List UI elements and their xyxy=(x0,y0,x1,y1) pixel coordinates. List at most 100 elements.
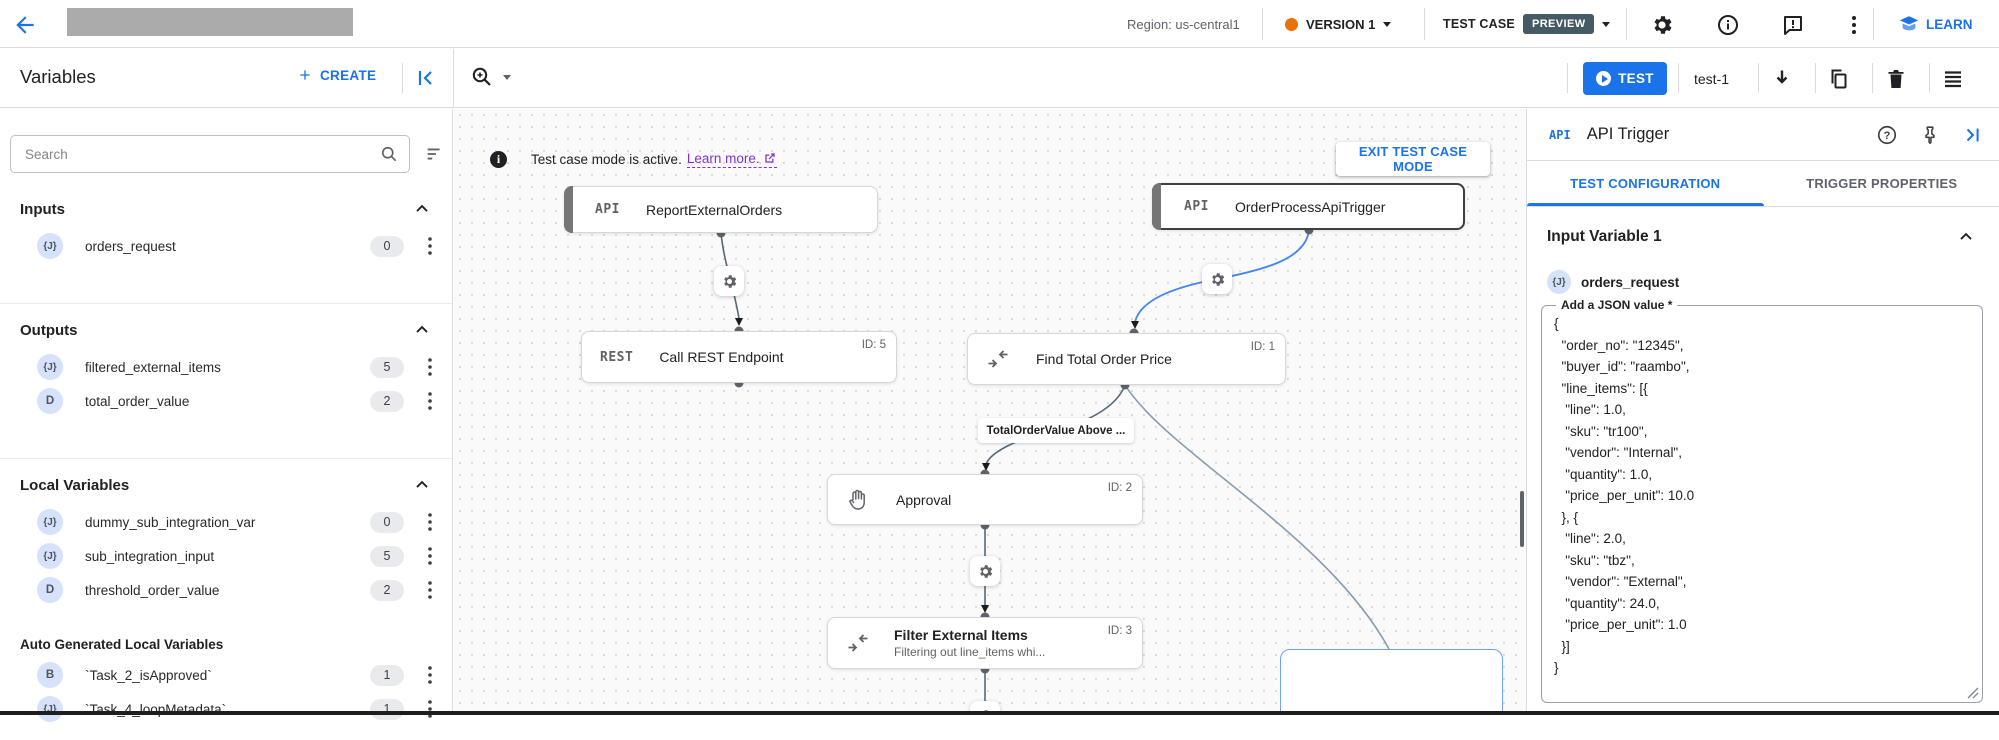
variable-row[interactable]: {J} sub_integration_input 5 xyxy=(0,539,452,573)
node-order-process-api-trigger[interactable]: API OrderProcessApiTrigger xyxy=(1152,183,1465,230)
variable-row[interactable]: B `Task_2_isApproved` 1 xyxy=(0,658,452,692)
json-type-icon: {J} xyxy=(37,696,63,722)
json-type-icon: {J} xyxy=(37,509,63,535)
chevron-down-icon xyxy=(503,75,511,80)
row-kebab-icon[interactable] xyxy=(422,390,438,412)
pin-icon[interactable] xyxy=(1919,124,1941,146)
edge-condition-label[interactable]: TotalOrderValue Above ... xyxy=(978,418,1134,443)
node-filter-external-items[interactable]: Filter External Items Filtering out line… xyxy=(827,617,1143,669)
row-kebab-icon[interactable] xyxy=(422,511,438,533)
download-icon[interactable] xyxy=(1770,67,1794,91)
json-type-icon: {J} xyxy=(1547,270,1571,294)
resize-handle[interactable] xyxy=(1967,687,1979,699)
test-case-label: TEST CASE xyxy=(1443,17,1515,31)
row-kebab-icon[interactable] xyxy=(422,579,438,601)
test-button[interactable]: TEST xyxy=(1583,62,1667,95)
copy-icon[interactable] xyxy=(1827,67,1851,91)
learn-link[interactable]: LEARN xyxy=(1898,0,1973,48)
section-title: Auto Generated Local Variables xyxy=(20,637,436,652)
delete-trash-icon[interactable] xyxy=(1884,67,1908,91)
test-case-selector[interactable]: TEST CASE PREVIEW xyxy=(1443,0,1610,48)
chevron-up-icon[interactable] xyxy=(1956,227,1976,247)
row-kebab-icon[interactable] xyxy=(422,698,438,720)
variable-row[interactable]: {J} `Task_4_loopMetadata` 1 xyxy=(0,692,452,726)
settings-gear-icon[interactable] xyxy=(1650,13,1674,37)
task-id: ID: 1 xyxy=(1251,341,1275,353)
banner-text: Test case mode is active. xyxy=(531,152,682,167)
variable-row[interactable]: D threshold_order_value 2 xyxy=(0,573,452,607)
sort-icon[interactable] xyxy=(424,143,446,165)
node-report-external-orders[interactable]: API ReportExternalOrders xyxy=(564,186,878,233)
node-approval[interactable]: Approval ID: 2 xyxy=(827,474,1143,525)
canvas-zoom-control[interactable] xyxy=(470,65,511,89)
variables-toolbar: Variables CREATE TEST test-1 xyxy=(0,49,1999,108)
divider xyxy=(1262,8,1263,40)
row-kebab-icon[interactable] xyxy=(422,545,438,567)
exit-test-case-mode-button[interactable]: EXIT TEST CASE MODE xyxy=(1336,142,1490,176)
tab-test-configuration[interactable]: TEST CONFIGURATION xyxy=(1527,161,1764,206)
variable-row[interactable]: D total_order_value 2 xyxy=(0,384,452,418)
variable-row[interactable]: {J} dummy_sub_integration_var 0 xyxy=(0,505,452,539)
workflow-canvas[interactable]: i Test case mode is active. Learn more. … xyxy=(454,109,1526,715)
help-icon[interactable]: ? xyxy=(1876,124,1898,146)
double-type-icon: D xyxy=(37,577,63,603)
node-call-rest-endpoint[interactable]: REST Call REST Endpoint ID: 5 xyxy=(581,331,897,383)
search-icon[interactable] xyxy=(379,144,399,164)
edge-gear-icon[interactable] xyxy=(970,556,1000,586)
chevron-up-icon[interactable] xyxy=(412,199,432,219)
divider xyxy=(1873,8,1874,40)
menu-list-icon[interactable] xyxy=(1941,67,1965,91)
task-id: ID: 5 xyxy=(862,339,886,351)
row-kebab-icon[interactable] xyxy=(422,664,438,686)
divider xyxy=(1678,63,1679,93)
node-find-total-order-price[interactable]: Find Total Order Price ID: 1 xyxy=(967,333,1286,385)
divider xyxy=(1872,63,1873,93)
usage-count-badge: 5 xyxy=(370,546,404,567)
integration-title-redacted xyxy=(67,8,353,36)
section-title: Local Variables xyxy=(20,477,412,494)
json-type-icon: {J} xyxy=(37,543,63,569)
new-node-placeholder[interactable] xyxy=(1280,649,1503,715)
back-arrow-icon[interactable] xyxy=(12,12,38,38)
info-icon: i xyxy=(490,151,507,168)
search-input[interactable] xyxy=(11,147,379,162)
app-header: Region: us-central1 VERSION 1 TEST CASE … xyxy=(0,0,1999,48)
panel-header: API API Trigger ? xyxy=(1527,109,1999,161)
usage-count-badge: 1 xyxy=(370,665,404,686)
collapse-panel-icon[interactable] xyxy=(413,66,437,90)
api-chip: API xyxy=(1184,199,1209,214)
tab-trigger-properties[interactable]: TRIGGER PROPERTIES xyxy=(1764,161,1999,206)
feedback-icon[interactable] xyxy=(1781,13,1805,37)
api-trigger-config-panel: API API Trigger ? TEST CONFIGURATION TRI… xyxy=(1526,109,1999,715)
divider xyxy=(402,63,403,93)
window-bottom-edge xyxy=(0,711,1999,715)
chevron-up-icon[interactable] xyxy=(412,320,432,340)
row-kebab-icon[interactable] xyxy=(422,235,438,257)
test-mode-banner: i Test case mode is active. Learn more. … xyxy=(490,141,1490,177)
chevron-down-icon xyxy=(1602,22,1610,27)
test-case-name[interactable]: test-1 xyxy=(1694,71,1729,87)
learn-more-link[interactable]: Learn more. xyxy=(687,151,777,168)
learn-label: LEARN xyxy=(1926,17,1973,32)
row-kebab-icon[interactable] xyxy=(422,356,438,378)
variable-row[interactable]: {J} filtered_external_items 5 xyxy=(0,350,452,384)
canvas-scrollbar[interactable] xyxy=(1520,491,1524,547)
edge-gear-icon[interactable] xyxy=(1202,264,1232,294)
json-type-icon: {J} xyxy=(37,354,63,380)
trigger-accent-bar xyxy=(1152,183,1161,230)
json-value-input[interactable]: { "order_no": "12345", "buyer_id": "raam… xyxy=(1552,312,1972,684)
data-mapping-icon xyxy=(846,631,870,655)
variable-row[interactable]: {J} orders_request 0 xyxy=(0,229,452,263)
search-box xyxy=(10,135,410,173)
divider xyxy=(1424,8,1425,40)
edge-gear-icon[interactable] xyxy=(714,266,744,296)
info-icon[interactable] xyxy=(1716,13,1740,37)
json-value-field: Add a JSON value * { "order_no": "12345"… xyxy=(1541,298,1983,703)
version-selector[interactable]: VERSION 1 xyxy=(1285,0,1391,48)
more-options-kebab-icon[interactable] xyxy=(1842,13,1866,37)
chevron-up-icon[interactable] xyxy=(412,475,432,495)
collapse-right-icon[interactable] xyxy=(1962,124,1984,146)
svg-text:?: ? xyxy=(1884,129,1891,141)
approval-hand-icon xyxy=(846,488,870,512)
create-variable-button[interactable]: CREATE xyxy=(297,67,376,83)
